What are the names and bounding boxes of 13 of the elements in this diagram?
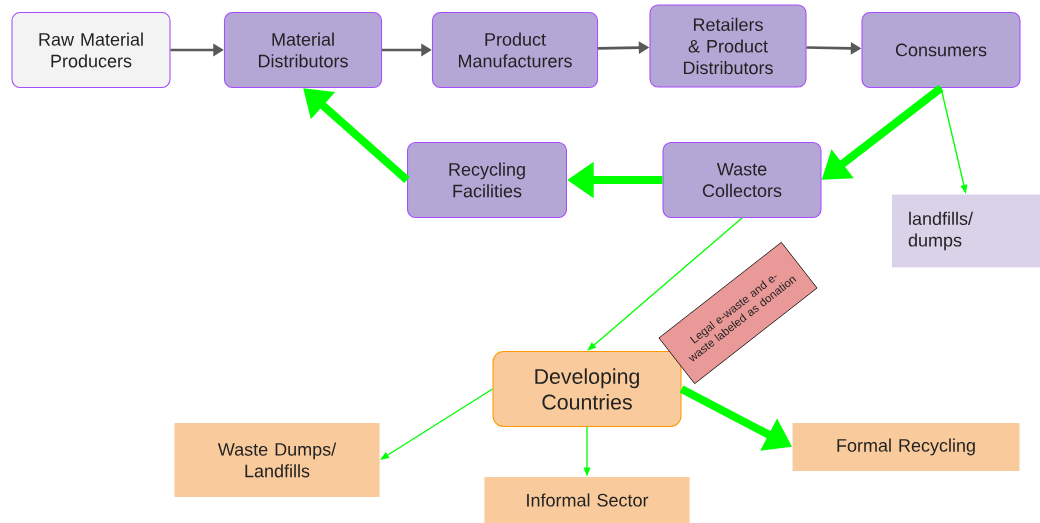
outcome-box: Informal Sector	[484, 477, 690, 523]
outcome-box: landfills/ dumps	[892, 194, 1040, 268]
process-box: Waste Collectors	[662, 142, 822, 218]
arrow	[587, 217, 743, 351]
process-box: Raw Material Producers	[11, 12, 171, 88]
process-box: Recycling Facilities	[407, 142, 567, 218]
process-box: Developing Countries	[492, 351, 682, 427]
process-box: Product Manufacturers	[431, 12, 599, 88]
process-box: Retailers & Product Distributors	[649, 4, 807, 88]
process-box: Consumers	[861, 12, 1021, 88]
process-box: Material Distributors	[223, 12, 383, 88]
outcome-box: Waste Dumps/ Landfills	[174, 423, 380, 497]
outcome-box: Formal Recycling	[792, 423, 1020, 471]
